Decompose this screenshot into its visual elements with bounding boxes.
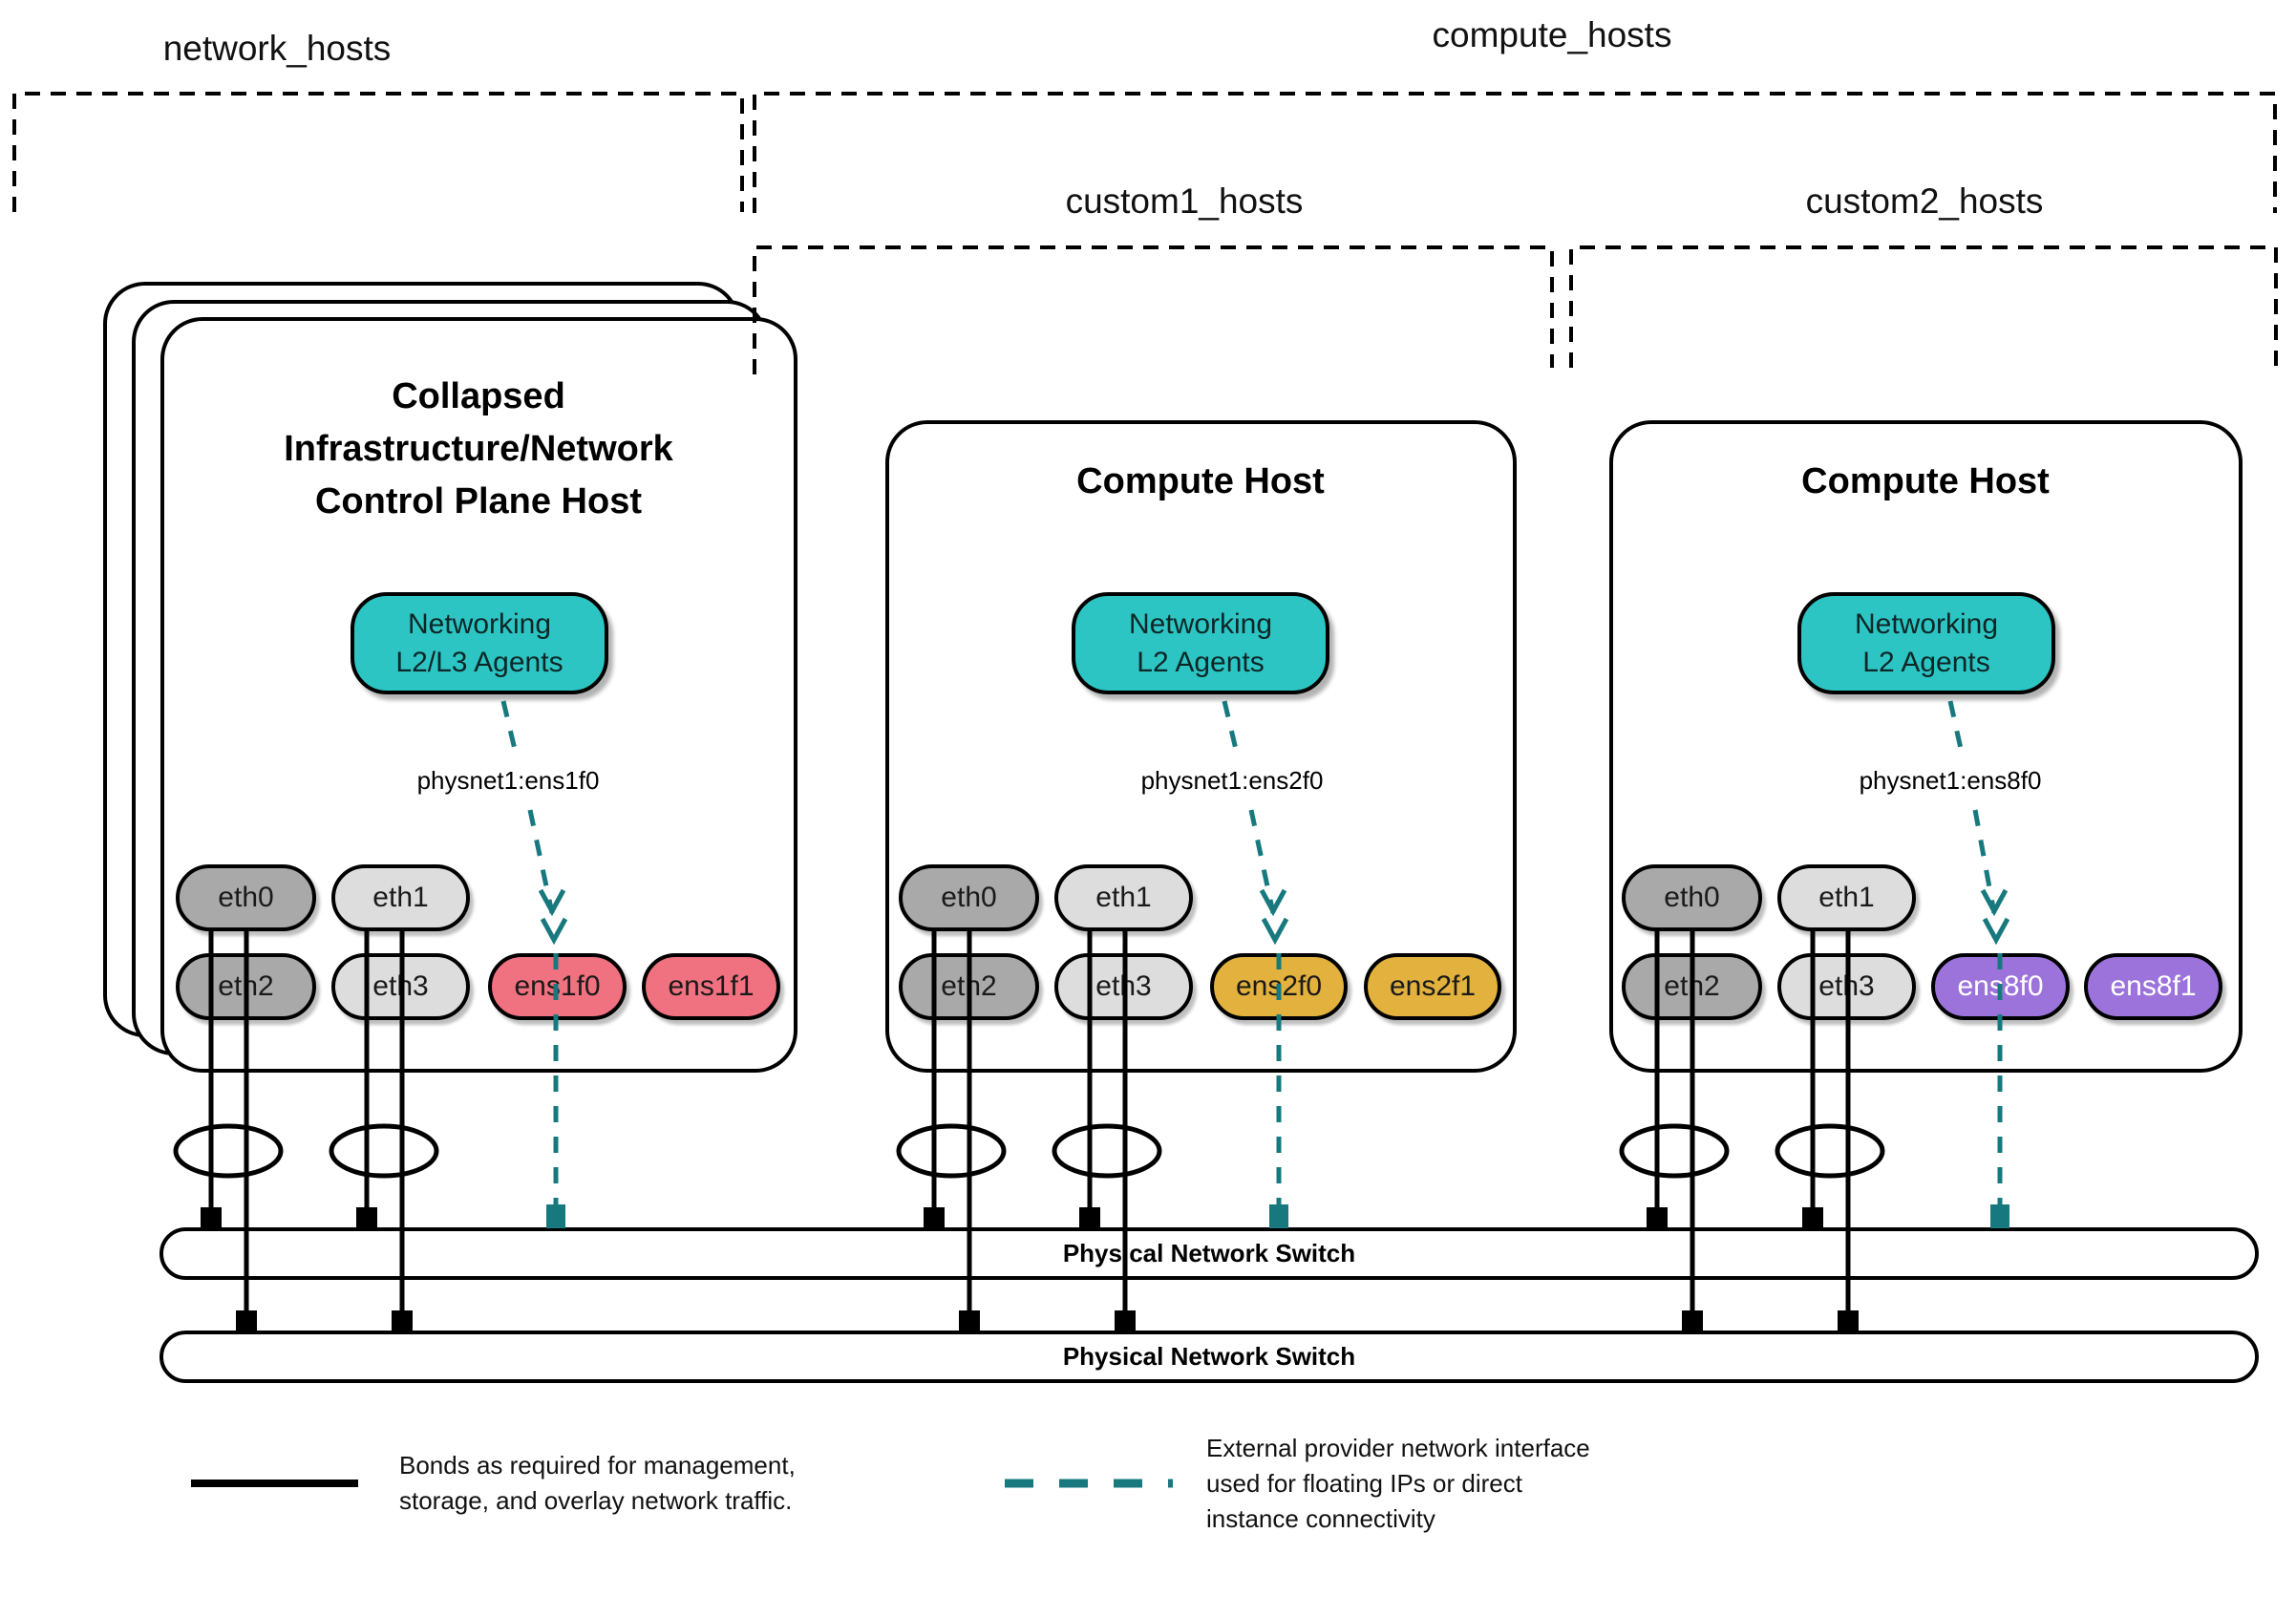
bond-ellipse [329,1123,439,1179]
provider-switch-connectors [546,1204,2009,1228]
bracket-network-hosts [12,92,744,212]
physical-network-switch-1: Physical Network Switch [159,1227,2259,1280]
agent-box-l2-compute-2: Networking L2 Agents [1797,592,2055,694]
switch1-connectors [201,1207,1823,1228]
host-title-compute-1: Compute Host [1076,461,1325,501]
agent-box-l2l3: Networking L2/L3 Agents [351,592,608,694]
group-title-custom2-hosts: custom2_hosts [1805,181,2044,221]
group-title-custom1-hosts: custom1_hosts [1065,181,1304,221]
physnet-label-ens8f0: physnet1:ens8f0 [1836,763,2065,798]
nic-pill-ens8f0: ens8f0 [1931,953,2070,1020]
switch-label: Physical Network Switch [1062,1239,1356,1267]
bracket-custom2-hosts [1569,245,2278,368]
nic-pill-eth3: eth3 [1054,953,1193,1020]
nic-pill-ens2f0: ens2f0 [1210,953,1348,1020]
nic-pill-eth3: eth3 [1777,953,1916,1020]
switch2-connectors [236,1310,1859,1331]
physnet-label-ens2f0: physnet1:ens2f0 [1117,763,1347,798]
legend-external-text: External provider network interface used… [1206,1434,1590,1533]
host-box-control-plane [160,317,797,1073]
physical-network-switch-2: Physical Network Switch [159,1331,2259,1383]
nic-pill-ens1f0: ens1f0 [488,953,627,1020]
bond-ellipse [1775,1123,1885,1179]
nic-pill-eth2: eth2 [899,953,1039,1020]
legend-bonds-text: Bonds as required for management, storag… [399,1451,796,1515]
nic-pill-eth0: eth0 [1622,864,1762,931]
group-title-compute-hosts: compute_hosts [1432,15,1672,54]
bond-ellipse [1052,1123,1162,1179]
host-title-compute-2: Compute Host [1801,461,2050,501]
nic-pill-eth2: eth2 [1622,953,1762,1020]
bond-ellipse [896,1123,1007,1179]
nic-pill-eth2: eth2 [176,953,316,1020]
nic-pill-ens2f1: ens2f1 [1364,953,1501,1020]
nic-pill-eth1: eth1 [1054,864,1193,931]
bracket-custom1-hosts [753,245,1554,374]
nic-pill-eth3: eth3 [331,953,470,1020]
nic-pill-eth1: eth1 [331,864,470,931]
nic-pill-eth0: eth0 [176,864,316,931]
nic-pill-ens1f1: ens1f1 [642,953,780,1020]
host-title-control-plane: Collapsed Infrastructure/Network Control… [284,376,673,522]
bond-ellipse [173,1123,284,1179]
nic-pill-eth1: eth1 [1777,864,1916,931]
nic-pill-ens8f1: ens8f1 [2084,953,2222,1020]
physnet-label-ens1f0: physnet1:ens1f0 [393,763,623,798]
bond-ellipse [1619,1123,1730,1179]
nic-pill-eth0: eth0 [899,864,1039,931]
group-title-network-hosts: network_hosts [162,29,392,68]
switch-label: Physical Network Switch [1062,1342,1356,1371]
agent-box-l2-compute-1: Networking L2 Agents [1072,592,1329,694]
